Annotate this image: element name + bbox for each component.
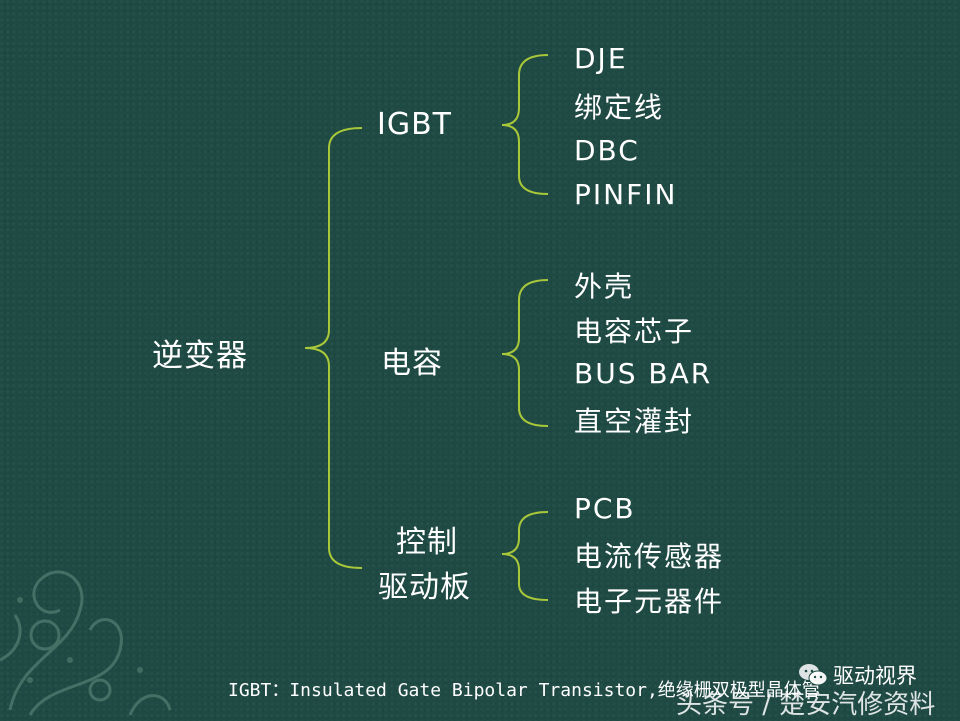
watermark-account: 驱动视界	[833, 664, 917, 688]
branch-igbt-label: IGBT	[377, 107, 453, 142]
wechat-icon	[799, 664, 828, 686]
capacitor-bracket	[501, 279, 549, 427]
igbt-bracket	[501, 54, 549, 195]
leaf-igbt-1: DJE	[574, 42, 628, 75]
leaf-igbt-3: DBC	[574, 134, 640, 167]
leaf-driver-1: PCB	[574, 492, 636, 525]
branch-driver-label-line2: 驱动板	[378, 570, 471, 605]
watermark-source: 头条号 / 楚安汽修资料	[676, 690, 936, 720]
leaf-driver-3: 电子元器件	[574, 585, 725, 618]
root-bracket	[304, 127, 363, 569]
leaf-igbt-2: 绑定线	[574, 91, 665, 124]
leaf-capacitor-3: BUS BAR	[574, 357, 713, 390]
branch-driver-label-line1: 控制	[396, 525, 458, 560]
leaf-igbt-4: PINFIN	[574, 178, 678, 211]
branch-capacitor-label: 电容	[381, 346, 443, 381]
decorative-ornament	[0, 570, 172, 716]
leaf-driver-2: 电流传感器	[574, 540, 725, 573]
leaf-capacitor-4: 直空灌封	[574, 405, 695, 438]
footnote: IGBT：Insulated Gate Bipolar Transistor,绝…	[228, 680, 820, 701]
leaf-capacitor-1: 外壳	[574, 270, 635, 303]
leaf-capacitor-2: 电容芯子	[574, 315, 695, 348]
root-label: 逆变器	[152, 338, 248, 374]
driver-bracket	[501, 511, 549, 601]
